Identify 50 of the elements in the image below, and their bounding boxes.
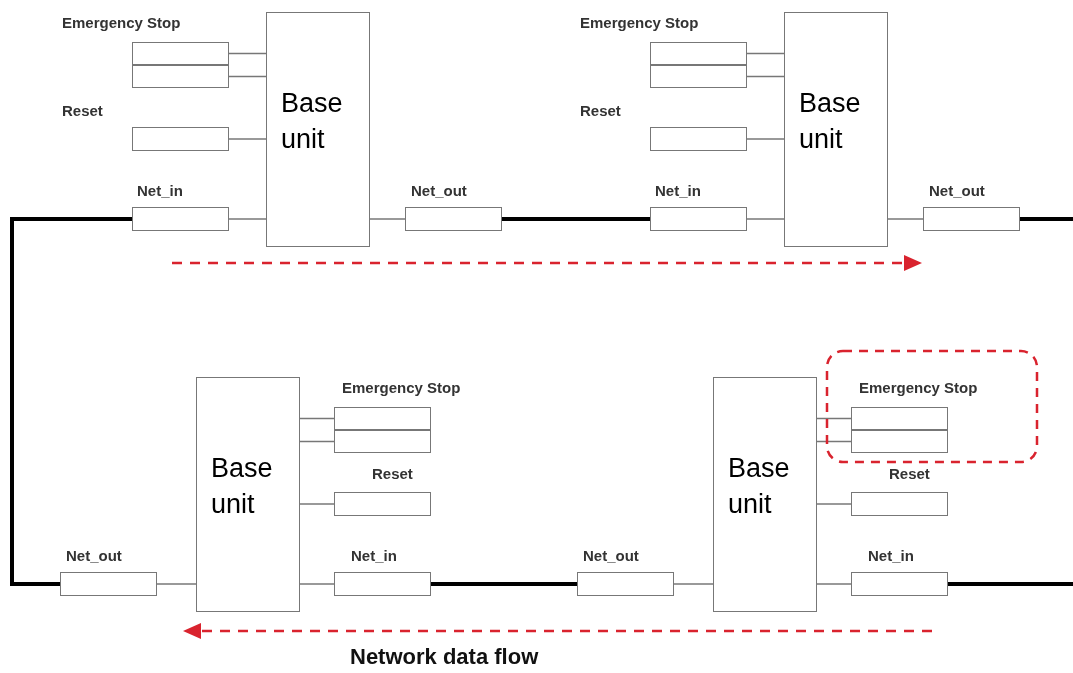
wire — [369, 218, 406, 220]
terminal-label: Net_in — [868, 547, 914, 565]
network-cable — [10, 217, 132, 586]
base-unit-box — [784, 12, 888, 247]
wire — [746, 138, 785, 140]
terminal-label: Net_out — [583, 547, 639, 565]
terminal-label: Net_in — [137, 182, 183, 200]
base-unit-box — [713, 377, 817, 612]
terminal-label: Emergency Stop — [62, 14, 181, 32]
terminal-label: Reset — [889, 465, 930, 483]
wire — [228, 138, 267, 140]
wire — [228, 75, 267, 78]
wire — [673, 583, 714, 585]
network-cable — [431, 582, 577, 586]
wire — [887, 218, 924, 220]
terminal-label: Net_out — [66, 547, 122, 565]
wire — [299, 440, 335, 443]
wire — [156, 583, 197, 585]
wire — [816, 583, 852, 585]
wire — [816, 417, 852, 420]
network-cable — [502, 217, 650, 221]
unit-label: Base unit — [728, 452, 791, 521]
base-unit-box — [266, 12, 370, 247]
network-cable — [1020, 217, 1073, 221]
terminal-label: Emergency Stop — [580, 14, 699, 32]
wire — [816, 440, 852, 443]
terminal-label: Emergency Stop — [859, 379, 978, 397]
wire — [816, 503, 852, 505]
terminal-label: Reset — [372, 465, 413, 483]
terminal-label: Net_out — [929, 182, 985, 200]
unit-label: Base unit — [211, 452, 274, 521]
base-unit-box — [196, 377, 300, 612]
wire — [228, 218, 267, 220]
terminal-label: Net_in — [351, 547, 397, 565]
terminal-label: Emergency Stop — [342, 379, 461, 397]
wire — [746, 75, 785, 78]
terminal-label: Reset — [62, 102, 103, 120]
flow-caption: Network data flow — [350, 644, 539, 670]
terminal-label: Net_in — [655, 182, 701, 200]
wire — [746, 52, 785, 55]
wire — [746, 218, 785, 220]
terminal-label: Net_out — [411, 182, 467, 200]
wire — [228, 52, 267, 55]
network-cable — [948, 582, 1073, 586]
unit-label: Base unit — [799, 87, 862, 156]
wire — [299, 417, 335, 420]
wire — [299, 583, 335, 585]
wire — [299, 503, 335, 505]
unit-label: Base unit — [281, 87, 344, 156]
terminal-label: Reset — [580, 102, 621, 120]
